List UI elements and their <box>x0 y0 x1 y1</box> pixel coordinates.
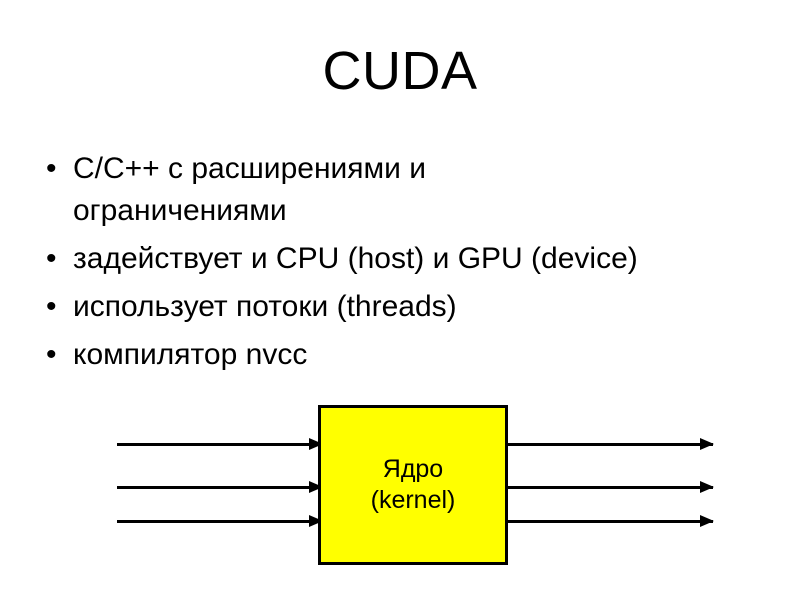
list-item: • использует потоки (threads) <box>40 286 740 328</box>
arrowhead-icon <box>309 438 323 450</box>
list-item: • задействует и CPU (host) и GPU (device… <box>40 238 740 280</box>
list-item-label: задействует и CPU (host) и GPU (device) <box>73 242 638 275</box>
kernel-box: Ядро (kernel) <box>318 405 508 565</box>
output-arrow-2 <box>505 481 714 493</box>
input-arrow-1 <box>117 438 323 450</box>
list-item-label: использует потоки (threads) <box>73 290 457 323</box>
kernel-box-label-secondary: (kernel) <box>370 486 456 514</box>
arrowhead-icon <box>700 481 714 493</box>
output-arrow-1 <box>505 438 714 450</box>
input-arrow-3 <box>117 515 323 527</box>
bullet-marker-icon: • <box>46 152 57 185</box>
list-item-label: C/C++ с расширениями и ограничениями <box>73 152 426 227</box>
input-arrow-2 <box>117 481 323 493</box>
arrowhead-icon <box>700 515 714 527</box>
arrowhead-icon <box>309 515 323 527</box>
output-arrow-3 <box>505 515 714 527</box>
arrowhead-icon <box>700 438 714 450</box>
bullet-marker-icon: • <box>46 338 57 371</box>
kernel-box-label-primary: Ядро <box>382 455 444 483</box>
list-item: • компилятор nvcc <box>40 334 740 376</box>
bullet-list: • C/C++ с расширениями и ограничениями •… <box>40 148 740 382</box>
bullet-marker-icon: • <box>46 290 57 323</box>
page-title: CUDA <box>322 41 478 101</box>
list-item: • C/C++ с расширениями и ограничениями <box>40 148 513 232</box>
arrowhead-icon <box>309 481 323 493</box>
bullet-marker-icon: • <box>46 242 57 275</box>
list-item-label: компилятор nvcc <box>73 338 308 371</box>
